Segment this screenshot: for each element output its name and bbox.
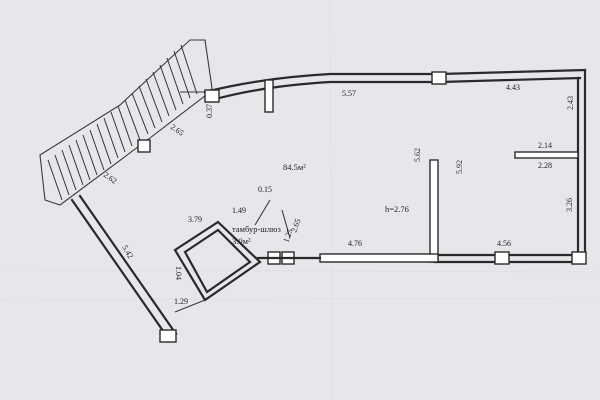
dim-top-wall: 5.57 xyxy=(342,89,356,98)
vestibule-outer xyxy=(173,220,262,302)
dim-inner-wall-right: 5.92 xyxy=(455,160,464,174)
dim-partition-lower: 2.28 xyxy=(538,161,552,170)
interior-wall-vertical xyxy=(429,159,439,263)
interior-wall-bottom xyxy=(319,253,439,263)
dim-inner-wall-left: 5.62 xyxy=(413,148,422,162)
staircase xyxy=(39,39,213,206)
interior-walls xyxy=(264,79,579,263)
dim-bottom-right: 4.56 xyxy=(497,239,511,248)
dim-vest-left-inner: 1.49 xyxy=(232,206,246,215)
vestibule-inner xyxy=(183,228,252,294)
dim-right-lower: 3.26 xyxy=(565,198,574,212)
staircase-treads xyxy=(47,44,198,201)
vest-bottom-link xyxy=(174,299,206,313)
ceiling-height: h=2.76 xyxy=(385,204,409,214)
dim-vest-door-b: 1.25 xyxy=(281,227,294,243)
column-top-mid xyxy=(431,71,447,85)
vest-door-swing-2 xyxy=(281,209,291,239)
vestibule-area: 3.0м² xyxy=(232,236,251,246)
dim-vest-top: 0.15 xyxy=(258,185,272,194)
partition-right xyxy=(514,151,579,159)
column-bottom-right xyxy=(494,251,510,265)
vest-door-swing xyxy=(254,199,271,226)
dim-right-upper: 2.43 xyxy=(566,96,575,110)
left-diagonal-wall-inner xyxy=(78,194,178,336)
vestibule-name: тамбур-шлюз xyxy=(232,224,281,234)
dim-vest-inner-side: 1.04 xyxy=(174,266,183,280)
dim-vest-bottom: 1.29 xyxy=(174,297,188,306)
top-curved-wall xyxy=(203,68,587,94)
room-area-main: 84.5м² xyxy=(283,162,306,172)
columns xyxy=(137,71,587,343)
dim-vest-left-outer: 3.79 xyxy=(188,215,202,224)
top-curved-wall-inner xyxy=(210,76,582,102)
column-corner-right xyxy=(571,251,587,265)
dim-vest-door-a: 2.65 xyxy=(289,217,302,233)
column-stair xyxy=(137,139,151,153)
dim-bottom-mid: 4.76 xyxy=(348,239,362,248)
column-bottom-left xyxy=(159,329,177,343)
top-stub-wall xyxy=(264,79,274,113)
vestibule xyxy=(173,199,322,313)
dim-top-left-small: 0.37 xyxy=(205,104,214,118)
column-top-left xyxy=(204,89,220,103)
dim-partition-upper: 2.14 xyxy=(538,141,552,150)
labels: 84.5м² h=2.76 тамбур-шлюз 3.0м² 0.37 5.5… xyxy=(102,83,575,306)
left-diagonal-wall xyxy=(70,198,170,340)
dim-top-right: 4.43 xyxy=(506,83,520,92)
